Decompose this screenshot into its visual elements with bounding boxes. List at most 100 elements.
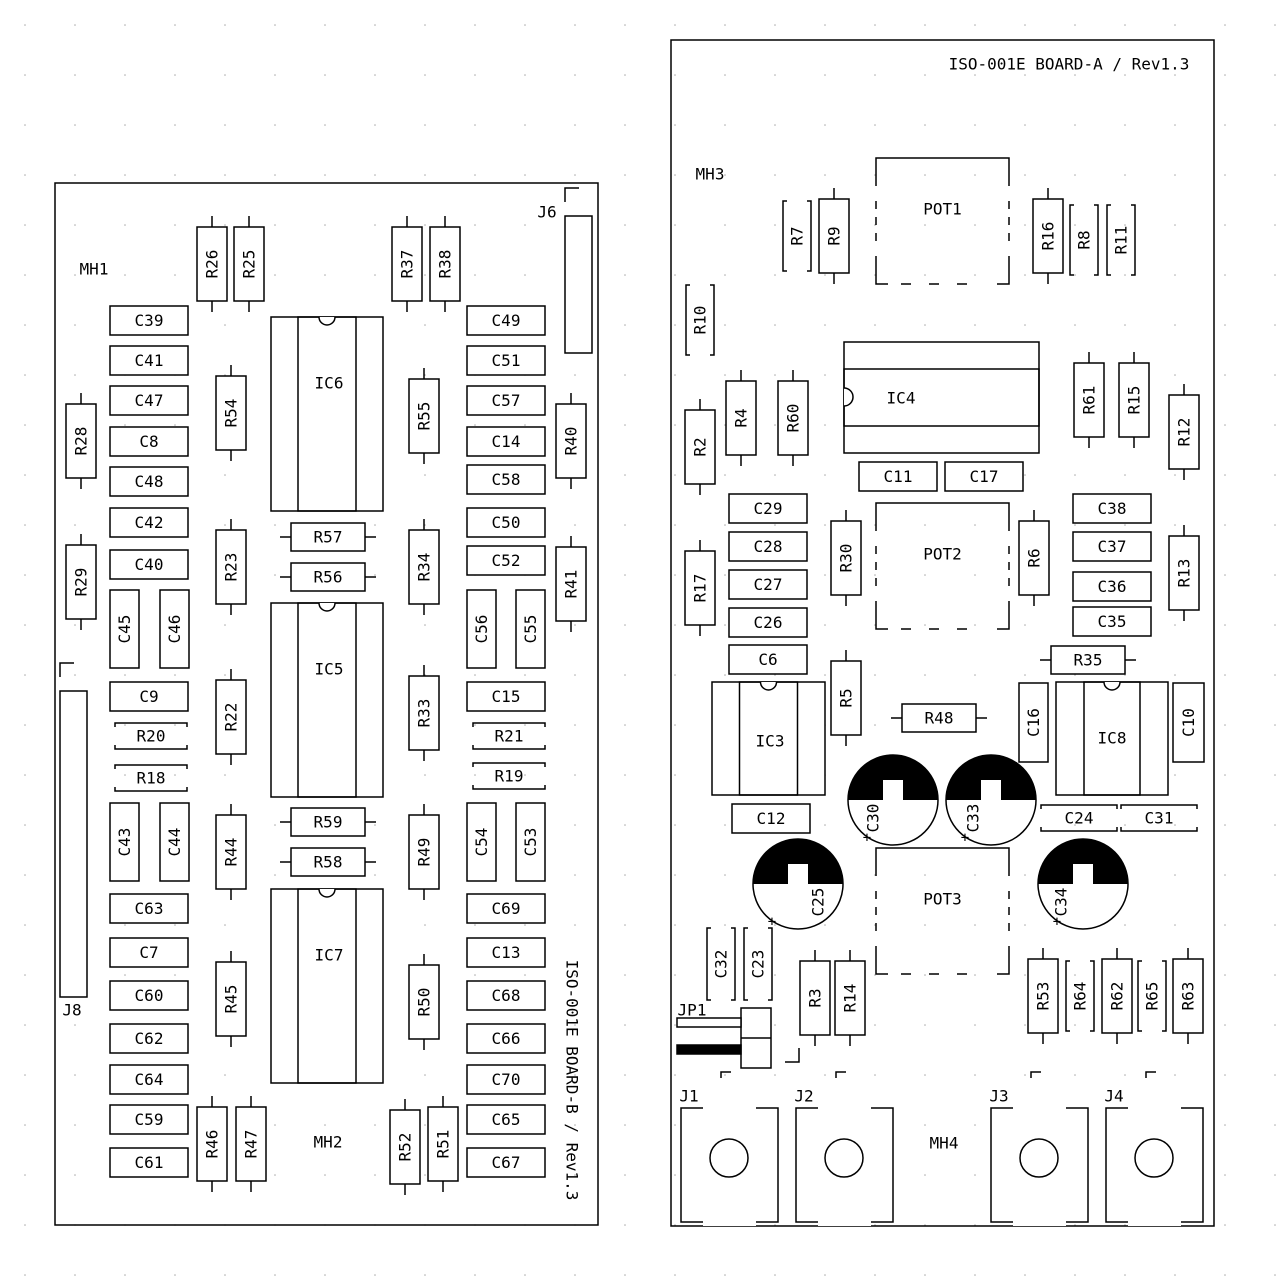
resistor-label: R57: [314, 528, 343, 547]
capacitor-c12: C12: [731, 803, 811, 834]
capacitor-label: C37: [1098, 537, 1127, 556]
capacitor-c40: C40: [109, 549, 189, 580]
resistor-r3: R3: [799, 950, 831, 1046]
capacitor-label: C67: [492, 1153, 521, 1172]
resistor-label: R11: [1112, 226, 1131, 255]
capacitor-label: C66: [492, 1029, 521, 1048]
resistor-r14: R14: [834, 950, 866, 1046]
resistor-r47: R47: [235, 1096, 267, 1192]
resistor-label: R55: [415, 402, 434, 431]
ic-label: IC6: [315, 374, 344, 393]
resistor-r16: R16: [1032, 188, 1064, 284]
resistor-r57: R57: [280, 522, 376, 552]
capacitor-label: C44: [165, 828, 184, 857]
polarity-plus: +: [1053, 914, 1061, 930]
capacitor-c14: C14: [466, 426, 546, 457]
capacitor-c17: C17: [944, 461, 1024, 492]
resistor-r54: R54: [215, 365, 247, 461]
resistor-r17: R17: [684, 540, 716, 636]
resistor-label: R34: [415, 553, 434, 582]
capacitor-label: C12: [757, 809, 786, 828]
capacitor-label: C58: [492, 470, 521, 489]
resistor-r44: R44: [215, 804, 247, 900]
resistor-label: R13: [1175, 559, 1194, 588]
connector-label: J8: [62, 1001, 81, 1020]
ic-label: IC5: [315, 660, 344, 679]
capacitor-label: C8: [139, 432, 158, 451]
capacitor-c49: C49: [466, 305, 546, 336]
resistor-label: R19: [495, 767, 524, 786]
capacitor-c57: C57: [466, 385, 546, 416]
capacitor-label: C50: [492, 513, 521, 532]
resistor-label: R10: [691, 306, 710, 335]
resistor-r4: R4: [725, 370, 757, 466]
polarity-plus: +: [961, 830, 969, 846]
capacitor-label: C33: [964, 804, 983, 833]
capacitor-label: C65: [492, 1110, 521, 1129]
capacitor-label: C24: [1065, 809, 1094, 828]
resistor-label: R62: [1108, 982, 1127, 1011]
capacitor-c43: C43: [109, 802, 140, 882]
resistor-label: R29: [72, 568, 91, 597]
ic-ic3: IC3: [711, 681, 826, 796]
capacitor-label: C42: [135, 513, 164, 532]
capacitor-label: C23: [749, 950, 768, 979]
resistor-label: R53: [1034, 982, 1053, 1011]
capacitor-c68: C68: [466, 980, 546, 1011]
resistor-r15: R15: [1118, 352, 1150, 448]
capacitor-c37: C37: [1072, 531, 1152, 562]
capacitor-label: C30: [864, 804, 883, 833]
resistor-label: R63: [1179, 982, 1198, 1011]
capacitor-c70: C70: [466, 1064, 546, 1095]
capacitor-c53: C53: [515, 802, 546, 882]
capacitor-c58: C58: [466, 464, 546, 495]
resistor-r53: R53: [1027, 948, 1059, 1044]
resistor-label: R54: [222, 399, 241, 428]
resistor-label: R15: [1125, 386, 1144, 415]
capacitor-label: C43: [115, 828, 134, 857]
resistor-r23: R23: [215, 519, 247, 615]
resistor-r49: R49: [408, 804, 440, 900]
capacitor-label: C7: [139, 943, 158, 962]
capacitor-label: C35: [1098, 612, 1127, 631]
capacitor-label: C63: [135, 899, 164, 918]
capacitor-c28: C28: [728, 531, 808, 562]
capacitor-c24: C24: [1040, 804, 1118, 832]
resistor-label: R22: [222, 703, 241, 732]
resistor-label: R21: [495, 727, 524, 746]
resistor-r11: R11: [1106, 204, 1136, 276]
board-a-title: ISO-001E BOARD-A / Rev1.3: [949, 55, 1190, 74]
capacitor-c63: C63: [109, 893, 189, 924]
resistor-r12: R12: [1168, 384, 1200, 480]
resistor-label: R30: [837, 544, 856, 573]
capacitor-label: C17: [970, 467, 999, 486]
potentiometer-label: POT3: [923, 890, 962, 909]
capacitor-c50: C50: [466, 507, 546, 538]
mounting-hole-label: MH3: [696, 165, 725, 184]
jumper-label: JP1: [678, 1001, 707, 1020]
capacitor-label: C31: [1145, 809, 1174, 828]
resistor-r33: R33: [408, 665, 440, 761]
capacitor-label: C70: [492, 1070, 521, 1089]
jack-label: J4: [1104, 1087, 1123, 1106]
board-a-outline: [670, 39, 1215, 1227]
board-b: ISO-001E BOARD-B / Rev1.3MH1MH2J6J8IC6IC…: [54, 182, 599, 1226]
capacitor-c36: C36: [1072, 571, 1152, 602]
capacitor-c61: C61: [109, 1147, 189, 1178]
mounting-hole-label: MH4: [930, 1134, 959, 1153]
capacitor-c31: C31: [1120, 804, 1198, 832]
potentiometer-label: POT1: [923, 200, 962, 219]
capacitor-label: C68: [492, 986, 521, 1005]
ic-label: IC3: [756, 732, 785, 751]
resistor-r2: R2: [684, 399, 716, 495]
resistor-r28: R28: [65, 393, 97, 489]
capacitor-c29: C29: [728, 493, 808, 524]
jack-j4: J4: [1104, 1071, 1204, 1226]
ic-ic7: IC7: [270, 888, 384, 1084]
resistor-r41: R41: [555, 536, 587, 632]
capacitor-c64: C64: [109, 1064, 189, 1095]
capacitor-c56: C56: [466, 589, 497, 669]
resistor-label: R38: [436, 250, 455, 279]
resistor-label: R23: [222, 553, 241, 582]
